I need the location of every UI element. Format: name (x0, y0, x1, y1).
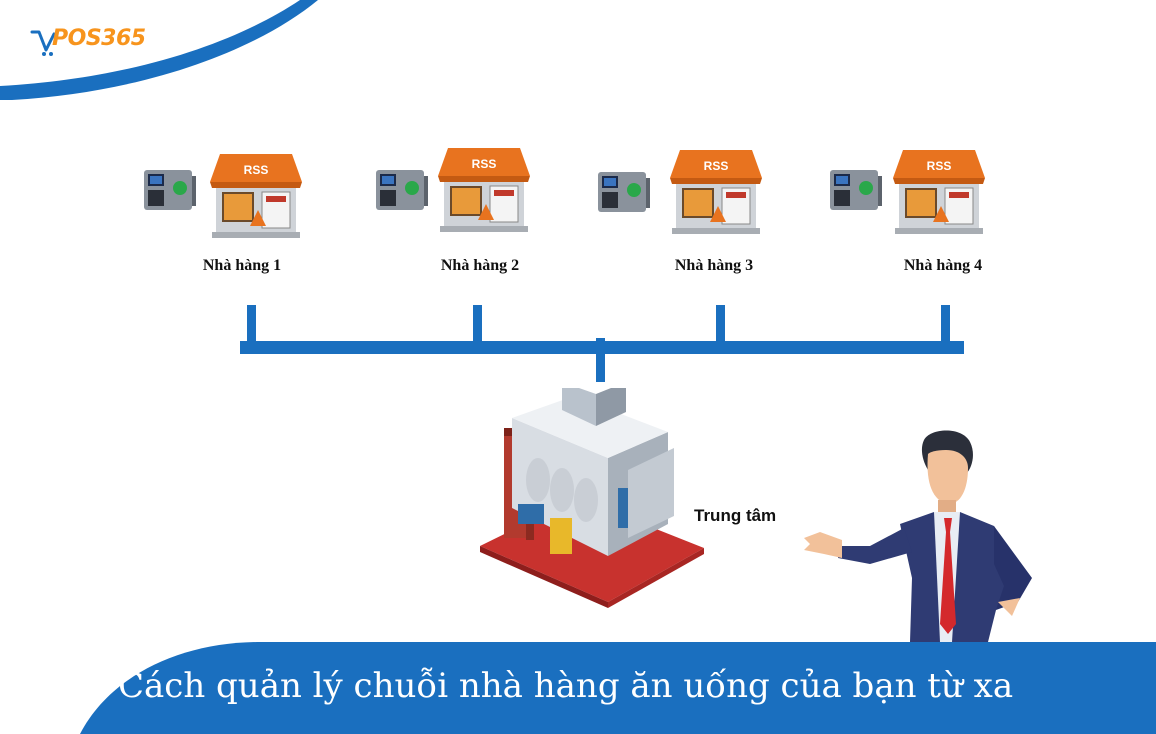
store-sign-text: RSS (472, 157, 497, 171)
logo-text: POS365 (52, 26, 146, 51)
network-drop-4 (941, 305, 950, 349)
pos365-logo (30, 30, 56, 56)
restaurant-store-icon: RSS (210, 154, 302, 238)
network-drop-2 (473, 305, 482, 349)
central-building (480, 388, 704, 608)
timeclock-device-icon (598, 172, 650, 212)
banner-title: Cách quản lý chuỗi nhà hàng ăn uống của … (118, 666, 1014, 706)
network-trunk (596, 338, 605, 382)
store-sign-text: RSS (704, 159, 729, 173)
network-drop-1 (247, 305, 256, 349)
timeclock-device-icon (830, 170, 882, 210)
store-label-1: Nhà hàng 1 (202, 257, 282, 274)
businessman-illustration (804, 430, 1032, 642)
restaurant-store-icon: RSS (438, 148, 530, 232)
restaurant-store-icon: RSS (893, 150, 985, 234)
store-label-3: Nhà hàng 3 (674, 257, 754, 274)
footer-banner (80, 642, 1156, 734)
store-label-2: Nhà hàng 2 (440, 257, 520, 274)
store-sign-text: RSS (927, 159, 952, 173)
center-label: Trung tâm (694, 506, 777, 525)
timeclock-device-icon (144, 170, 196, 210)
store-label-4: Nhà hàng 4 (903, 257, 983, 274)
restaurant-store-icon: RSS (670, 150, 762, 234)
header-swoosh-white (0, 0, 300, 86)
timeclock-device-icon (376, 170, 428, 210)
store-sign-text: RSS (244, 163, 269, 177)
network-drop-3 (716, 305, 725, 349)
